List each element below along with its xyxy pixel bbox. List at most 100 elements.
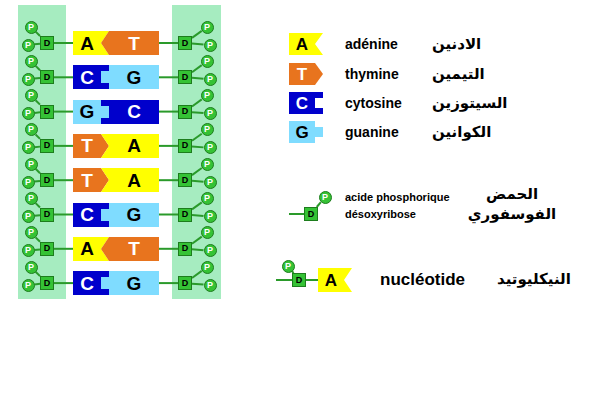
sugar-square: D <box>40 276 54 290</box>
sugar-square: D <box>178 139 192 153</box>
bond-line <box>192 283 204 286</box>
bond-line <box>192 134 202 141</box>
arabic-label: النيكليوتيد <box>497 272 571 287</box>
sugar-square: D <box>40 242 54 256</box>
phosphate-letter: P <box>207 246 213 255</box>
sugar-letter: D <box>44 107 51 116</box>
base-letter: G <box>80 102 95 121</box>
bond-line <box>192 237 202 244</box>
phosphate-circle: P <box>22 107 35 120</box>
sugar-square: D <box>178 242 192 256</box>
phosphate-circle: P <box>22 39 35 52</box>
base-shape-fill <box>101 237 159 261</box>
base-outline: C <box>101 100 159 124</box>
phosphate-letter: P <box>25 41 31 50</box>
sugar-square: D <box>40 276 54 290</box>
base-shape-fill <box>101 271 159 295</box>
base-shape: T <box>101 237 159 261</box>
phosphate-circle: P <box>201 226 214 239</box>
phosphate-circle: P <box>204 39 217 52</box>
base-letter: C <box>80 68 94 87</box>
base-shape: A <box>101 134 159 158</box>
base-shape-fill <box>289 33 323 55</box>
phosphate-letter: P <box>28 228 34 237</box>
sugar-letter: D <box>182 279 189 288</box>
phosphate-circle: P <box>22 210 35 223</box>
bond-line <box>54 76 73 78</box>
phosphate-circle: P <box>25 261 38 274</box>
base-letter: C <box>296 95 308 112</box>
base-shape: T <box>101 31 159 55</box>
phosphate-letter: P <box>28 57 34 66</box>
phosphate-circle: P <box>204 107 217 120</box>
bond-line <box>192 202 202 209</box>
base-shape-fill <box>101 203 159 227</box>
sugar-square: D <box>40 208 54 222</box>
phosphate-letter: P <box>207 75 213 84</box>
arabic-name-label: الكوانين <box>432 125 491 140</box>
base-letter: T <box>128 239 140 258</box>
phosphate-circle: P <box>204 73 217 86</box>
phosphate-circle: P <box>204 244 217 257</box>
bond-line <box>276 279 293 281</box>
phosphate-letter: P <box>25 281 31 290</box>
bond-line <box>54 179 73 181</box>
base-letter: A <box>80 34 94 53</box>
name-label: guanine <box>345 125 399 139</box>
phosphate-circle: P <box>22 141 35 154</box>
phosphate-letter: P <box>204 125 210 134</box>
nucleotide-label: nucléotide <box>380 271 465 288</box>
sugar-square: D <box>178 208 192 222</box>
phosphate-letter: P <box>25 109 31 118</box>
bond-line <box>159 248 178 250</box>
sugar-square: D <box>40 70 54 84</box>
phosphate-circle: P <box>204 39 217 52</box>
phosphate-circle: P <box>22 176 35 189</box>
sugar-letter: D <box>182 176 189 185</box>
sugar-letter: D <box>182 73 189 82</box>
phosphate-circle: P <box>319 191 332 204</box>
phosphate-letter: P <box>28 263 34 272</box>
sugar-square: D <box>178 36 192 50</box>
base-outline: A <box>101 134 159 158</box>
sugar-square: D <box>178 70 192 84</box>
base-outline: T <box>101 31 159 55</box>
phosphate-circle: P <box>22 176 35 189</box>
base-shape-fill <box>289 92 323 114</box>
phosphate-circle: P <box>201 192 214 205</box>
base-outline: T <box>101 237 159 261</box>
phosphate-circle: P <box>22 279 35 292</box>
sugar-letter: D <box>182 39 189 48</box>
phosphate-circle: P <box>204 141 217 154</box>
base-letter: A <box>80 239 94 258</box>
strand-band <box>18 5 66 299</box>
phosphate-circle: P <box>25 21 38 34</box>
base-outline: A <box>101 168 159 192</box>
base-shape-fill <box>101 168 159 192</box>
base-outline: C <box>289 92 323 114</box>
bond-line <box>159 76 178 78</box>
phosphate-circle: P <box>201 21 214 34</box>
phosphate-circle: P <box>204 244 217 257</box>
sugar-square: D <box>178 276 192 290</box>
base-shape: Aadénineالادنين <box>289 33 323 55</box>
sugar-square: D <box>40 105 54 119</box>
phosphate-circle: P <box>201 226 214 239</box>
sugar-square: D <box>178 105 192 119</box>
phosphate-circle: P <box>22 107 35 120</box>
bond-line <box>192 77 204 80</box>
sugar-square: D <box>292 273 306 287</box>
phosphate-letter: P <box>204 228 210 237</box>
phosphate-circle: P <box>204 210 217 223</box>
base-letter: G <box>295 124 308 141</box>
sugar-letter: D <box>182 107 189 116</box>
sugar-letter: D <box>44 176 51 185</box>
phosphate-letter: P <box>25 178 31 187</box>
base-shape-fill <box>289 121 323 143</box>
sugar-square: D <box>292 273 306 287</box>
phosphate-circle: P <box>25 89 38 102</box>
bond-line <box>159 282 178 284</box>
bond-line <box>159 111 178 113</box>
phosphate-letter: P <box>285 262 291 271</box>
phosphate-circle: P <box>204 73 217 86</box>
